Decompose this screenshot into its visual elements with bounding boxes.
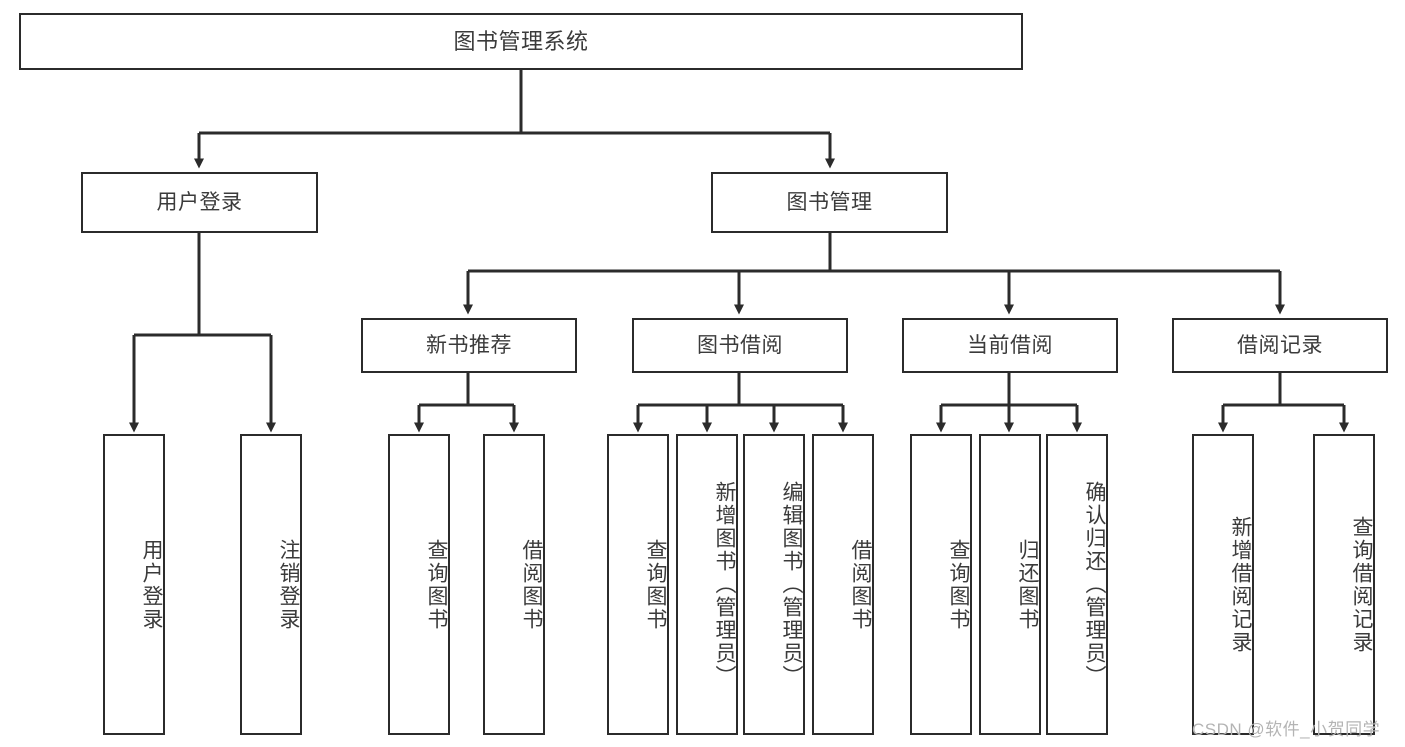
leaf-logout-login[interactable]: 注销登录 bbox=[240, 434, 302, 735]
leaf-user-login-label: 用户登录 bbox=[140, 538, 163, 631]
watermark-text: CSDN @软件_小贺同学 bbox=[1192, 720, 1381, 739]
leaf-borrow-book-1-label: 借阅图书 bbox=[520, 538, 543, 631]
node-book-management[interactable]: 图书管理 bbox=[711, 172, 948, 233]
leaf-query-book-2[interactable]: 查询图书 bbox=[607, 434, 669, 735]
leaf-query-book-3-label: 查询图书 bbox=[947, 538, 970, 631]
leaf-borrow-book-1[interactable]: 借阅图书 bbox=[483, 434, 545, 735]
node-user-login[interactable]: 用户登录 bbox=[81, 172, 318, 233]
node-borrow-record[interactable]: 借阅记录 bbox=[1172, 318, 1388, 373]
leaf-confirm-return-label: 确认归还（管理员） bbox=[1083, 481, 1106, 688]
node-root-system[interactable]: 图书管理系统 bbox=[19, 13, 1023, 70]
leaf-query-book-1-label: 查询图书 bbox=[425, 538, 448, 631]
leaf-user-login[interactable]: 用户登录 bbox=[103, 434, 165, 735]
leaf-add-book[interactable]: 新增图书（管理员） bbox=[676, 434, 738, 735]
node-current-borrow[interactable]: 当前借阅 bbox=[902, 318, 1118, 373]
leaf-query-record-label: 查询借阅记录 bbox=[1350, 515, 1373, 654]
leaf-logout-login-label: 注销登录 bbox=[277, 538, 300, 631]
leaf-query-book-1[interactable]: 查询图书 bbox=[388, 434, 450, 735]
node-new-book-recommend[interactable]: 新书推荐 bbox=[361, 318, 577, 373]
leaf-confirm-return[interactable]: 确认归还（管理员） bbox=[1046, 434, 1108, 735]
leaf-query-book-3[interactable]: 查询图书 bbox=[910, 434, 972, 735]
leaf-add-record[interactable]: 新增借阅记录 bbox=[1192, 434, 1254, 735]
leaf-edit-book-label: 编辑图书（管理员） bbox=[780, 481, 803, 688]
leaf-return-book-label: 归还图书 bbox=[1016, 538, 1039, 631]
leaf-return-book[interactable]: 归还图书 bbox=[979, 434, 1041, 735]
node-book-borrow[interactable]: 图书借阅 bbox=[632, 318, 848, 373]
leaf-query-record[interactable]: 查询借阅记录 bbox=[1313, 434, 1375, 735]
leaf-add-record-label: 新增借阅记录 bbox=[1229, 515, 1252, 654]
leaf-query-book-2-label: 查询图书 bbox=[644, 538, 667, 631]
leaf-borrow-book-2[interactable]: 借阅图书 bbox=[812, 434, 874, 735]
leaf-borrow-book-2-label: 借阅图书 bbox=[849, 538, 872, 631]
leaf-add-book-label: 新增图书（管理员） bbox=[713, 481, 736, 688]
leaf-edit-book[interactable]: 编辑图书（管理员） bbox=[743, 434, 805, 735]
